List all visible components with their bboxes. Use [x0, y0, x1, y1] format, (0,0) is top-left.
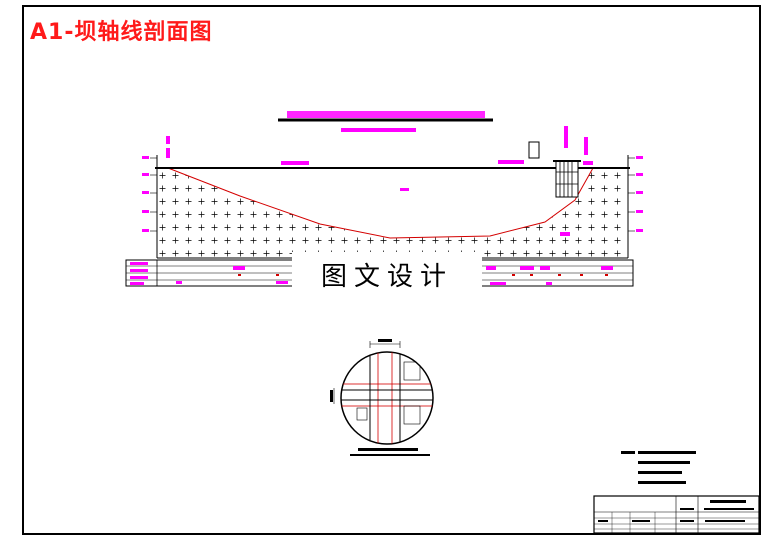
intake-structure — [528, 141, 581, 198]
drawing-frame — [22, 5, 761, 535]
section-title — [278, 111, 493, 132]
watermark-backdrop — [292, 252, 482, 292]
title-block — [593, 495, 760, 534]
watermark-text: 图文设计 — [320, 262, 453, 292]
circular-detail — [330, 339, 434, 456]
drawing-title: A1-坝轴线剖面图 — [30, 20, 213, 45]
notes-block — [621, 451, 696, 484]
dam-axis-section — [142, 126, 643, 259]
